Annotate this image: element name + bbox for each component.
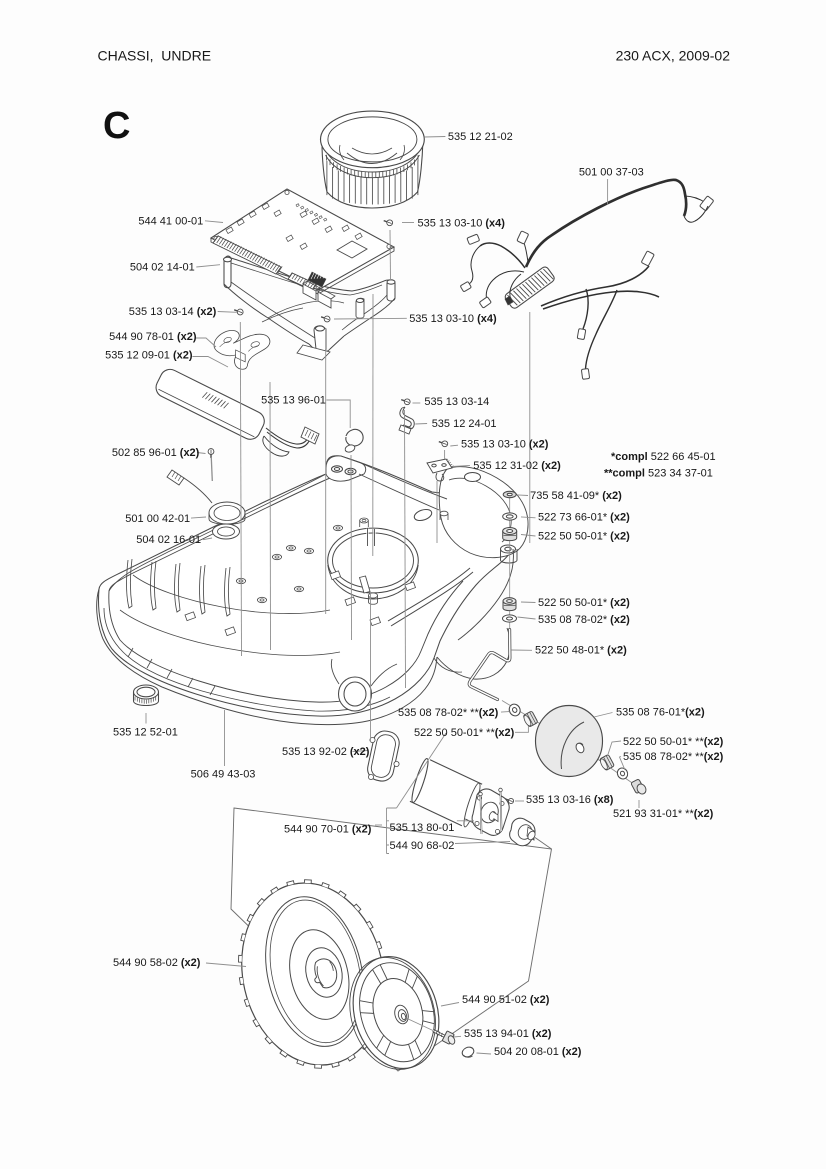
svg-text:C: C [103,105,130,147]
svg-text:544 41 00-01: 544 41 00-01 [138,215,203,227]
svg-text:544 90 68-02: 544 90 68-02 [390,840,455,852]
svg-text:504 02 16-01: 504 02 16-01 [136,534,201,546]
svg-text:535 13 96-01: 535 13 96-01 [261,394,326,406]
svg-text:521 93 31-01* **(x2): 521 93 31-01* **(x2) [613,808,714,820]
svg-text:544 90 51-02 (x2): 544 90 51-02 (x2) [462,994,550,1006]
svg-text:501 00 42-01: 501 00 42-01 [125,513,190,525]
svg-text:535 08 78-02* (x2): 535 08 78-02* (x2) [538,614,630,626]
svg-text:502 85 96-01 (x2): 502 85 96-01 (x2) [112,447,200,459]
svg-text:504 02 14-01: 504 02 14-01 [130,262,195,274]
svg-text:535 08 78-02* **(x2): 535 08 78-02* **(x2) [398,707,499,719]
svg-text:535 12 52-01: 535 12 52-01 [113,726,178,738]
svg-text:535 08 76-01*(x2): 535 08 76-01*(x2) [616,706,705,718]
svg-text:535 13 92-02 (x2): 535 13 92-02 (x2) [282,746,370,758]
svg-text:506 49 43-03: 506 49 43-03 [191,768,256,780]
svg-text:535 13 80-01: 535 13 80-01 [390,822,455,834]
svg-text:504 20 08-01 (x2): 504 20 08-01 (x2) [494,1046,582,1058]
svg-text:522 50 48-01* (x2): 522 50 48-01* (x2) [535,644,627,656]
svg-text:535 12 31-02 (x2): 535 12 31-02 (x2) [473,460,561,472]
svg-text:522 50 50-01* (x2): 522 50 50-01* (x2) [538,597,630,609]
svg-text:535 12 09-01 (x2): 535 12 09-01 (x2) [105,350,193,362]
svg-text:535 12 24-01: 535 12 24-01 [432,418,497,430]
svg-text:230 ACX, 2009-02: 230 ACX, 2009-02 [616,48,731,64]
svg-text:535 13 03-10 (x4): 535 13 03-10 (x4) [409,313,497,325]
svg-text:544 90 78-01 (x2): 544 90 78-01 (x2) [109,331,197,343]
svg-text:535 13 03-10 (x4): 535 13 03-10 (x4) [418,217,506,229]
svg-text:535 08 78-02* **(x2): 535 08 78-02* **(x2) [623,751,724,763]
svg-text:535 13 03-16 (x8): 535 13 03-16 (x8) [526,794,614,806]
svg-text:522 50 50-01* **(x2): 522 50 50-01* **(x2) [623,736,724,748]
svg-text:522 50 50-01* (x2): 522 50 50-01* (x2) [538,530,630,542]
svg-text:**compl 523 34 37-01: **compl 523 34 37-01 [604,467,713,479]
svg-text:CHASSI, UNDRE: CHASSI, UNDRE [98,48,212,64]
svg-text:*compl 522 66 45-01: *compl 522 66 45-01 [611,451,716,463]
svg-text:544 90 70-01 (x2): 544 90 70-01 (x2) [284,823,372,835]
svg-text:501 00 37-03: 501 00 37-03 [579,166,644,178]
svg-text:544 90 58-02 (x2): 544 90 58-02 (x2) [113,957,201,969]
svg-text:535 13 94-01 (x2): 535 13 94-01 (x2) [464,1028,552,1040]
svg-text:522 50 50-01* **(x2): 522 50 50-01* **(x2) [414,727,515,739]
svg-text:522 73 66-01* (x2): 522 73 66-01* (x2) [538,512,630,524]
svg-text:735 58 41-09* (x2): 735 58 41-09* (x2) [530,490,622,502]
svg-text:535 13 03-14 (x2): 535 13 03-14 (x2) [129,306,217,318]
svg-text:535 12 21-02: 535 12 21-02 [448,131,513,143]
svg-text:535 13 03-10 (x2): 535 13 03-10 (x2) [461,439,549,451]
svg-text:535 13 03-14: 535 13 03-14 [424,396,489,408]
